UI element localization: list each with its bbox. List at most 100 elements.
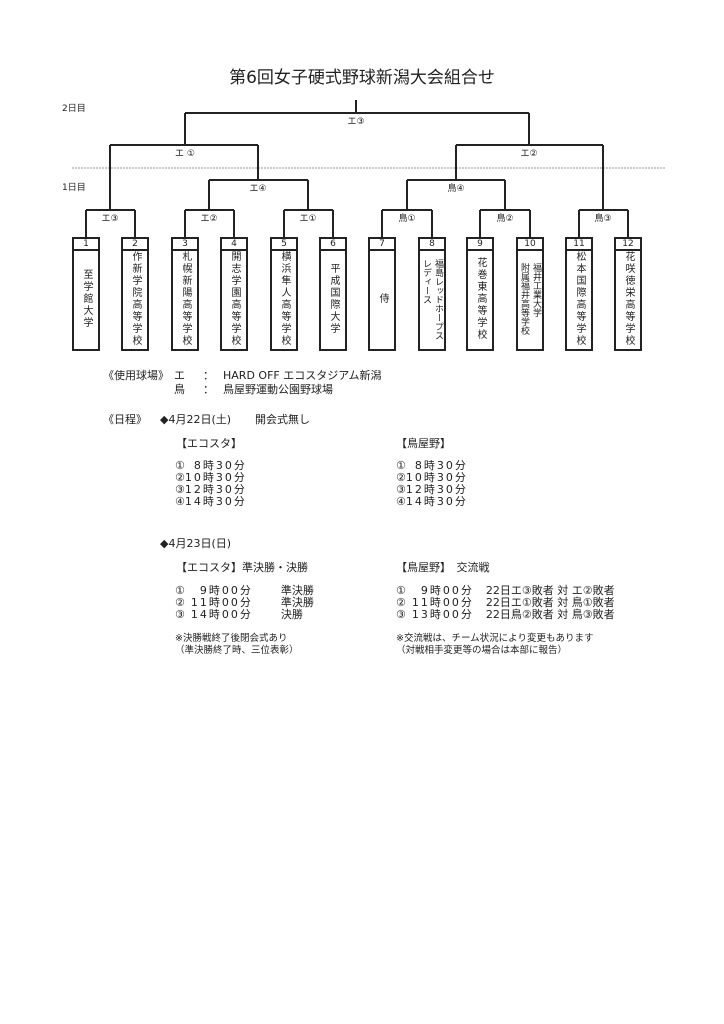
r1-label-1: エ③	[101, 214, 119, 224]
slot-match: 22日エ①敗者 対 鳥①敗者	[485, 596, 615, 609]
venue-code: エ	[174, 369, 185, 382]
team-number: 2	[123, 239, 147, 251]
slot-row: ②10時30分	[175, 472, 247, 484]
day2-right-notes: ※交流戦は、チーム状況により変更もあります （対戦相手変更等の場合は本部に報告）	[396, 633, 594, 657]
slot-match: 22日エ③敗者 対 エ②敗者	[485, 584, 615, 597]
r1-label-2: エ②	[200, 214, 218, 224]
venues-heading: 《使用球場》	[103, 369, 169, 382]
team-number: 5	[272, 239, 296, 251]
team-number: 9	[468, 239, 492, 251]
slot-number: ④	[175, 495, 185, 508]
slot-time: 10時30分	[405, 471, 468, 484]
slot-match: 決勝	[280, 608, 303, 621]
slot-number: ②	[396, 596, 406, 609]
note: ※決勝戦終了後閉会式あり	[175, 633, 288, 644]
day2-left-notes: ※決勝戦終了後閉会式あり （準決勝終了時、三位表彰）	[175, 633, 299, 657]
slot-time: 12時30分	[405, 483, 468, 496]
team-number: 11	[567, 239, 591, 251]
slot-row: ③ 14時00分 決勝	[175, 609, 314, 621]
slot-number: ①	[396, 584, 406, 597]
slot-row: ① 9時00分 22日エ③敗者 対 エ②敗者	[396, 585, 615, 597]
team-number: 12	[616, 239, 640, 251]
team-name: 平成国際大学	[328, 263, 339, 335]
team-number: 3	[173, 239, 197, 251]
slot-time: 11時00分	[190, 596, 253, 609]
slot-number: ③	[175, 608, 185, 621]
slot-row: ② 11時00分 22日エ①敗者 対 鳥①敗者	[396, 597, 615, 609]
page-title: 第6回女子硬式野球新潟大会組合せ	[229, 68, 495, 88]
team-number: 4	[222, 239, 246, 251]
note: （準決勝終了時、三位表彰）	[175, 645, 299, 656]
venue-sep: ：	[203, 369, 214, 382]
slot-number: ③	[175, 483, 185, 496]
team-name: 札幌新陽高等学校	[180, 251, 191, 347]
slot-number: ②	[396, 471, 406, 484]
venue-name: 鳥屋野運動公園野球場	[223, 383, 333, 396]
day2-right-head: 【鳥屋野】 交流戦	[396, 561, 490, 574]
day1-left-head: 【エコスタ】	[176, 437, 242, 450]
team-number: 1	[74, 239, 98, 251]
slot-time: 11時00分	[411, 596, 474, 609]
team-name: 至学館大学	[81, 269, 92, 329]
slot-time: 10時30分	[184, 471, 247, 484]
team-name: 侍	[377, 293, 388, 305]
slot-time: 14時00分	[190, 608, 253, 621]
quarter-label-1: エ④	[249, 184, 267, 194]
day2-right-list: ① 9時00分 22日エ③敗者 対 エ②敗者 ② 11時00分 22日エ①敗者 対 鳥①…	[396, 585, 615, 621]
slot-number: ③	[396, 483, 406, 496]
slot-row: ① 8時30分	[175, 460, 247, 472]
day1-label: 1日目	[62, 183, 86, 193]
slot-match: 22日鳥②敗者 対 鳥③敗者	[485, 608, 615, 621]
venue-code: 鳥	[174, 383, 185, 396]
slot-number: ①	[175, 459, 185, 472]
slot-row: ③ 13時00分 22日鳥②敗者 対 鳥③敗者	[396, 609, 615, 621]
day2-date: ◆4月23日(日)	[160, 537, 232, 550]
team-number: 7	[370, 239, 394, 251]
semi-label-2: エ②	[520, 149, 538, 159]
semi-label-1: エ ①	[175, 149, 195, 159]
team-name: 作新学院高等学校	[130, 251, 141, 347]
slot-number: ②	[175, 471, 185, 484]
team-name: 開志学園高等学校	[229, 251, 240, 347]
slot-time: 8時30分	[414, 459, 468, 472]
team-box-1: 1 至学館大学	[72, 237, 100, 351]
day1-right-head: 【鳥屋野】	[396, 437, 451, 450]
note: （対戦相手変更等の場合は本部に報告）	[396, 645, 568, 656]
day1-note: 開会式無し	[255, 413, 310, 426]
slot-row: ④14時30分	[396, 496, 468, 508]
r1-label-3: エ①	[299, 214, 317, 224]
team-name: 花咲徳栄高等学校	[623, 251, 634, 347]
r1-label-6: 鳥③	[594, 214, 612, 224]
schedule-heading: 《日程》	[103, 413, 147, 426]
slot-match: 準決勝	[280, 596, 314, 609]
venue-name: HARD OFF エコスタジアム新潟	[223, 369, 382, 382]
slot-time: 9時00分	[420, 584, 474, 597]
slot-time: 13時00分	[411, 608, 474, 621]
slot-number: ③	[396, 608, 406, 621]
slot-row: ③12時30分	[396, 484, 468, 496]
team-name: 花巻東高等学校	[475, 257, 486, 341]
slot-number: ④	[396, 495, 406, 508]
slot-time: 12時30分	[184, 483, 247, 496]
team-name: 福井工業大学 附属福井高等学校	[519, 263, 541, 335]
team-number: 8	[420, 239, 444, 251]
slot-row: ③12時30分	[175, 484, 247, 496]
slot-row: ②10時30分	[396, 472, 468, 484]
slot-time: 9時00分	[199, 584, 253, 597]
team-name: 横浜隼人高等学校	[279, 251, 290, 347]
slot-time: 8時30分	[193, 459, 247, 472]
team-box-9: 9 花巻東高等学校	[466, 237, 494, 351]
day2-label: 2日目	[62, 104, 86, 114]
